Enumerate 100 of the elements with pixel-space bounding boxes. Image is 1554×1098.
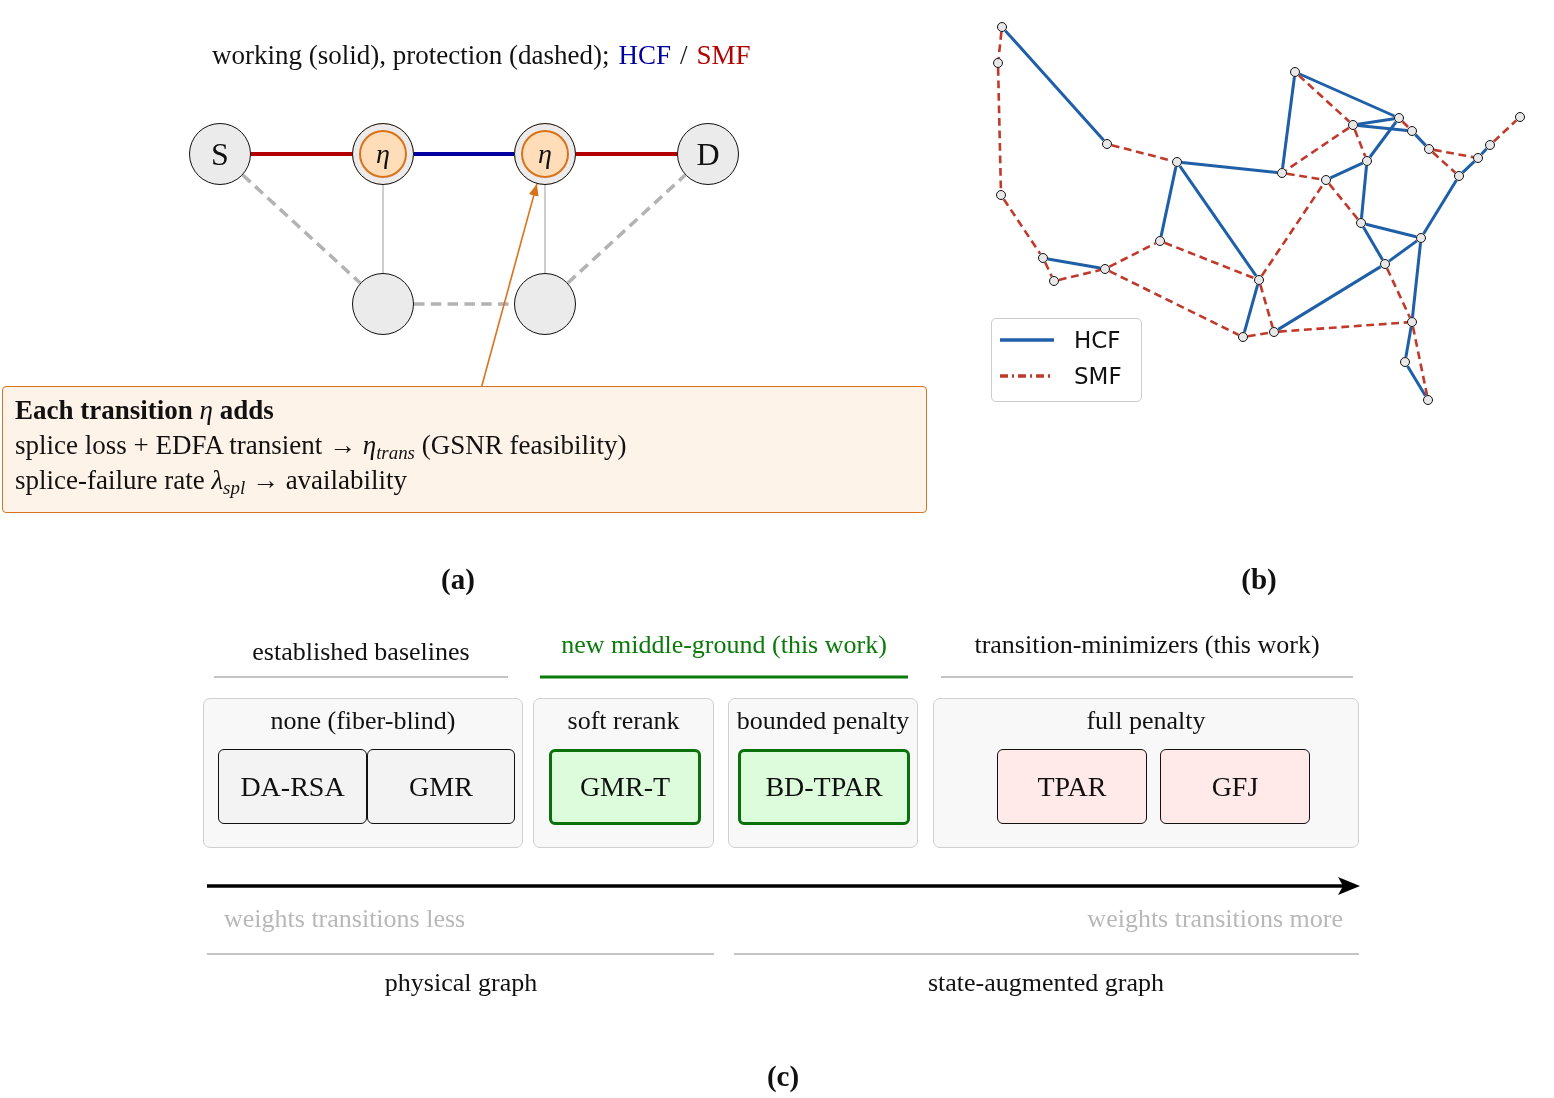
- solid-line: [1388, 239, 1418, 263]
- callout-text: splice loss + EDFA transient → η$_{trans}$ (GSNR feasibility): [15, 429, 627, 463]
- network-node: [1049, 276, 1059, 286]
- network-node: [1515, 112, 1525, 122]
- node-label: S: [211, 135, 229, 173]
- solid-line: [1277, 265, 1382, 331]
- solid-line: [576, 152, 677, 156]
- dashed-line: [1164, 241, 1255, 280]
- callout-heading: Each transition η adds: [15, 394, 274, 427]
- group-heading: established baselines: [252, 637, 470, 667]
- solid-line: [251, 152, 352, 156]
- legend-text: HCF: [618, 40, 671, 71]
- panel-label: (a): [441, 563, 475, 597]
- network-node: [993, 58, 1003, 68]
- node-label: η: [376, 138, 390, 170]
- network-node: [1100, 264, 1110, 274]
- group-panel: [533, 698, 714, 848]
- dashed-line: [1492, 119, 1518, 143]
- network-node: [1407, 126, 1417, 136]
- network-node: [1102, 139, 1112, 149]
- network-node: [1362, 156, 1372, 166]
- method-label: TPAR: [1037, 770, 1107, 803]
- network-node: [1416, 233, 1426, 243]
- network-node: [1172, 157, 1182, 167]
- network-node: [1400, 357, 1410, 367]
- network-node: [1321, 175, 1331, 185]
- group-title: bounded penalty: [736, 705, 910, 737]
- callout-box: [2, 386, 927, 513]
- dashed-line: [1108, 270, 1240, 336]
- solid-line: [1242, 284, 1260, 333]
- dashed-line: [1247, 331, 1270, 338]
- scale-label: weights transitions more: [1087, 904, 1343, 934]
- dashed-line: [566, 173, 687, 285]
- network-node: [1290, 67, 1300, 77]
- dashed-line: [1259, 284, 1274, 328]
- solid-line: [1365, 222, 1417, 239]
- scale-label: weights transitions less: [224, 904, 466, 934]
- dashed-line: [996, 67, 1003, 191]
- network-node: [1454, 171, 1464, 181]
- network-node: [1394, 113, 1404, 123]
- key-text: working (solid), protection (dashed);: [212, 40, 610, 71]
- legend-label: SMF: [1074, 363, 1122, 389]
- network-node: [1380, 259, 1390, 269]
- network-node: [1254, 275, 1264, 285]
- group-title: soft rerank: [567, 705, 680, 737]
- node-label: η: [538, 138, 552, 170]
- dashed-line: [1108, 242, 1157, 268]
- method-box: [367, 749, 515, 824]
- legend-text: SMF: [696, 40, 751, 71]
- solid-line: [1181, 161, 1278, 174]
- network-node: [1407, 317, 1417, 327]
- network-node: [996, 190, 1006, 200]
- network-node: [997, 22, 1007, 32]
- section-label: physical graph: [384, 968, 538, 998]
- network-node: [1277, 168, 1287, 178]
- group-panel: [203, 698, 523, 848]
- method-box: [997, 749, 1147, 824]
- solid-line: [1411, 242, 1422, 318]
- panel-label: (c): [766, 1060, 800, 1094]
- method-box: [549, 749, 701, 825]
- solid-line: [1004, 29, 1105, 142]
- solid-line: [1357, 124, 1408, 132]
- method-label: DA-RSA: [240, 770, 345, 803]
- network-node: [1485, 140, 1495, 150]
- slash-separator: /: [679, 40, 688, 71]
- dashed-line: [1297, 74, 1351, 123]
- solid-line: [1178, 165, 1258, 277]
- method-box: [1160, 749, 1310, 824]
- dashed-line: [1431, 151, 1457, 174]
- method-label: GMR: [409, 770, 473, 803]
- dashed-line: [997, 31, 1003, 59]
- solid-line: [544, 184, 546, 274]
- arrow: [481, 183, 539, 387]
- dashed-line: [1286, 172, 1322, 181]
- solid-line: [1360, 165, 1368, 219]
- network-node: [1038, 253, 1048, 263]
- method-label: GMR-T: [579, 771, 671, 803]
- dashed-line: [1411, 326, 1429, 396]
- dashed-line: [1002, 198, 1042, 255]
- solid-line: [1406, 365, 1427, 397]
- solid-line: [382, 184, 384, 274]
- solid-line: [1422, 179, 1458, 235]
- group-title: full penalty: [1086, 705, 1206, 737]
- dashed-line: [1285, 126, 1350, 172]
- solid-line: [1362, 226, 1384, 261]
- dashed-line: [1044, 261, 1053, 278]
- dashed-line: [1328, 183, 1359, 220]
- network-node: [1238, 332, 1248, 342]
- solid-line: [1404, 326, 1413, 358]
- dashed-line: [1433, 148, 1474, 159]
- solid-line: [1299, 72, 1395, 118]
- solid-line: [1461, 160, 1476, 174]
- solid-line: [1159, 166, 1178, 237]
- section-label: state-augmented graph: [927, 968, 1165, 998]
- legend-label: HCF: [1074, 327, 1121, 353]
- network-node: [1155, 236, 1165, 246]
- node-label: D: [696, 135, 720, 173]
- dashed-line: [1353, 129, 1367, 157]
- callout-text: splice-failure rate λ$_{spl}$ → availability: [15, 464, 408, 498]
- group-panel: [728, 698, 918, 848]
